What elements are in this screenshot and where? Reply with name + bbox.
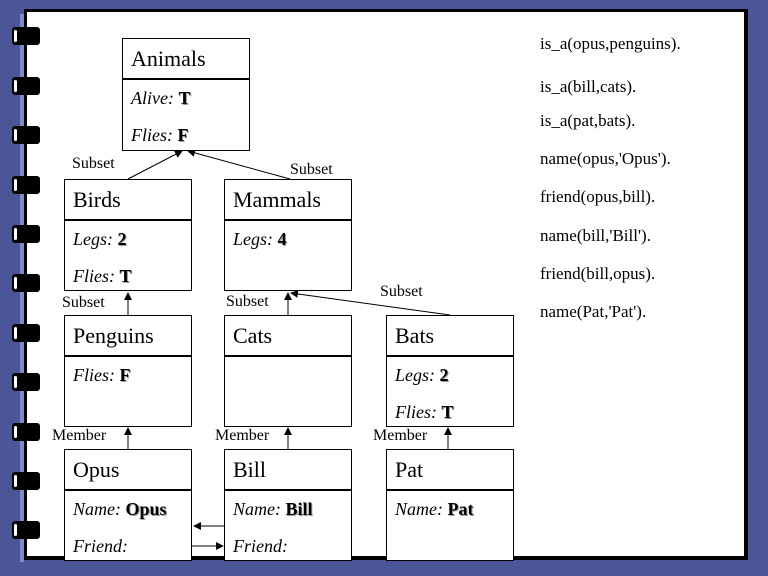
subset-label: Subset: [72, 155, 115, 172]
attribute-row: Friend:: [225, 528, 351, 565]
member-label: Member: [373, 427, 428, 444]
attribute-row: Legs: 4: [225, 221, 351, 258]
attribute-row: Name: Bill: [225, 491, 351, 528]
subset-label: Subset: [380, 283, 423, 300]
prolog-fact: friend(bill,opus).: [540, 264, 656, 283]
binder-ring-icon: [12, 472, 40, 490]
attribute-key: Name:: [395, 499, 443, 519]
attribute-value: Bill: [285, 499, 313, 519]
box-title: Pat: [387, 450, 513, 491]
prolog-fact: is_a(bill,cats).: [540, 77, 637, 96]
attribute-row: Name: Pat: [387, 491, 513, 528]
attribute-key: Flies:: [395, 402, 437, 422]
class-box-cats: Cats: [224, 315, 352, 427]
attribute-row: Alive: T: [123, 80, 249, 117]
binder-ring-icon: [12, 324, 40, 342]
binder-ring-icon: [12, 126, 40, 144]
attribute-row: Flies: T: [387, 394, 513, 431]
binder-ring-icon: [12, 225, 40, 243]
subset-label: Subset: [62, 294, 105, 311]
attribute-value: T: [178, 88, 191, 108]
box-title: Bill: [225, 450, 351, 491]
bats-to-mammals-arrow: [290, 289, 451, 316]
attribute-key: Flies:: [131, 125, 173, 145]
attribute-key: Name:: [73, 499, 121, 519]
member-label: Member: [215, 427, 270, 444]
attribute-key: Flies:: [73, 365, 115, 385]
attribute-value: 4: [277, 229, 287, 249]
box-title: Penguins: [65, 316, 191, 357]
attribute-key: Legs:: [73, 229, 113, 249]
binder-ring-icon: [12, 373, 40, 391]
attribute-value: F: [177, 125, 189, 145]
birds-to-animals-arrow: [127, 150, 183, 180]
attribute-key: Flies:: [73, 266, 115, 286]
attribute-key: Legs:: [395, 365, 435, 385]
mammals-to-animals-arrow: [187, 148, 291, 180]
binder-ring-icon: [12, 423, 40, 441]
attribute-value: T: [119, 266, 132, 286]
box-title: Animals: [123, 39, 249, 80]
attribute-value: 2: [117, 229, 127, 249]
box-title: Opus: [65, 450, 191, 491]
prolog-fact: name(bill,'Bill').: [540, 226, 651, 245]
attribute-value: T: [441, 402, 454, 422]
attribute-value: Opus: [125, 499, 167, 519]
attribute-row: Legs: 2: [387, 357, 513, 394]
attribute-key: Alive:: [131, 88, 174, 108]
prolog-fact: name(opus,'Opus').: [540, 149, 671, 168]
attribute-row: Name: Opus: [65, 491, 191, 528]
attribute-row: Legs: 2: [65, 221, 191, 258]
attribute-row: Flies: F: [123, 117, 249, 154]
binder-ring-icon: [12, 176, 40, 194]
box-title: Cats: [225, 316, 351, 357]
attribute-row: Friend:: [65, 528, 191, 565]
box-title: Mammals: [225, 180, 351, 221]
attribute-key: Legs:: [233, 229, 273, 249]
member-label: Member: [52, 427, 107, 444]
attribute-row: Flies: T: [65, 258, 191, 295]
attribute-key: Friend:: [233, 536, 288, 556]
attribute-value: 2: [439, 365, 449, 385]
box-title: Bats: [387, 316, 513, 357]
attribute-key: Name:: [233, 499, 281, 519]
attribute-row: Flies: F: [65, 357, 191, 394]
box-title: Birds: [65, 180, 191, 221]
prolog-fact: is_a(opus,penguins).: [540, 34, 681, 53]
binder-ring-icon: [12, 521, 40, 539]
binder-ring-icon: [12, 27, 40, 45]
binder-ring-icon: [12, 274, 40, 292]
subset-label: Subset: [226, 293, 269, 310]
prolog-fact: friend(opus,bill).: [540, 187, 656, 206]
attribute-key: Friend:: [73, 536, 128, 556]
subset-label: Subset: [290, 161, 333, 178]
prolog-fact: is_a(pat,bats).: [540, 111, 636, 130]
attribute-value: F: [119, 365, 131, 385]
prolog-fact: name(Pat,'Pat').: [540, 302, 647, 321]
attribute-value: Pat: [447, 499, 474, 519]
binder-ring-icon: [12, 77, 40, 95]
